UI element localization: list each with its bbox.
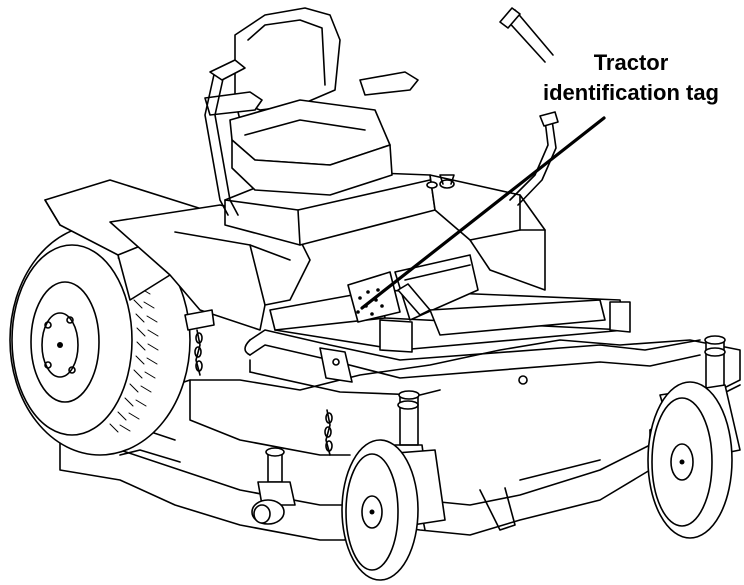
- operator-seat: [204, 7, 559, 216]
- callout-label: Tractor identification tag: [520, 48, 742, 108]
- front-caster-right: [647, 335, 741, 539]
- front-caster-left: [341, 390, 446, 581]
- front-frame: [244, 254, 701, 396]
- callout-line-2: identification tag: [543, 80, 719, 105]
- callout-leader: [360, 116, 606, 310]
- deck-chains: [184, 309, 333, 456]
- deck-gauge-wheel: [251, 447, 296, 525]
- callout-line-1: Tractor: [593, 50, 669, 75]
- handle-stub: [499, 7, 554, 63]
